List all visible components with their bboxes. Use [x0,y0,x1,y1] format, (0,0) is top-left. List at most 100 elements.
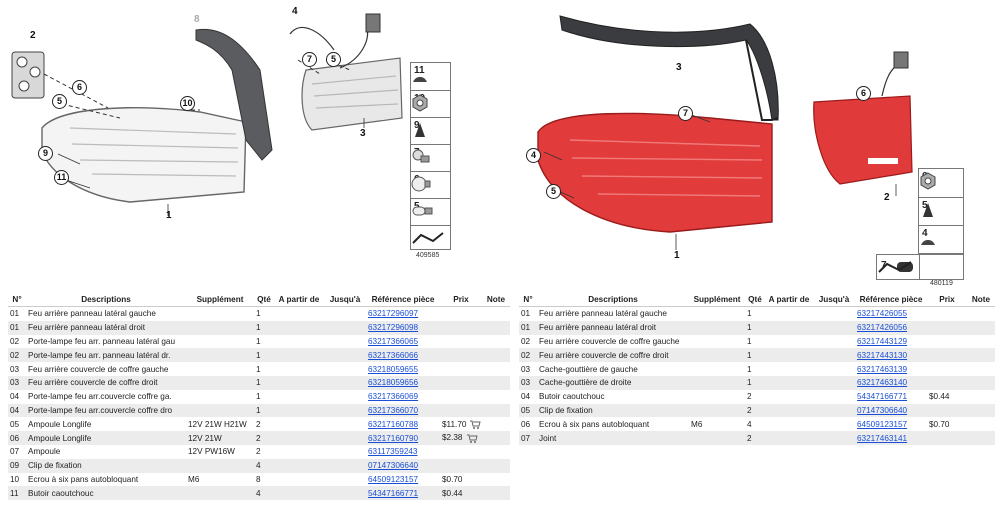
cell-from [765,403,813,418]
cell-supp [689,362,745,376]
diagram-arrow-icon [878,261,912,273]
column-header: Prix [927,293,967,307]
part-reference-link[interactable]: 63117359243 [368,447,418,457]
cell-to [324,445,366,459]
fixing-clip-icon [415,123,425,137]
diagram-code-right: 480119 [930,280,953,287]
part-reference-link[interactable]: 64509123157 [857,419,908,429]
cell-from [274,445,324,459]
rubber-stop-icon [921,239,935,245]
part-reference-link[interactable]: 63217366065 [368,336,419,346]
cell-supp: 12V PW16W [188,447,235,457]
part-reference-link[interactable]: 64509123157 [368,474,419,484]
cell-to [813,375,855,390]
lamp-holder-illustration [11,51,45,99]
cell-note [482,486,510,501]
callout-7: 7 [678,106,693,121]
part-reference-link[interactable]: 07147306640 [368,461,419,471]
cell-to [324,486,366,501]
part-reference-link[interactable]: 63217296098 [368,323,419,333]
part-reference-link[interactable]: 63217160788 [368,419,419,429]
part-reference-link[interactable]: 63217366069 [368,392,419,402]
cell-price [440,375,482,390]
part-reference-link[interactable]: 54347166771 [368,488,419,498]
part-reference-link[interactable]: 63217443130 [857,350,908,360]
cell-from [274,375,324,390]
part-reference-link[interactable]: 63217296097 [368,309,419,319]
cell-price: $2.38 [440,431,482,445]
cell-qty: 1 [256,364,261,374]
part-reference-link[interactable]: 63218059656 [368,378,419,388]
cell-supp [186,458,254,473]
cell-supp [186,320,254,335]
cell-price [440,348,482,363]
part-reference-link[interactable]: 54347166771 [857,392,908,402]
cell-price [440,335,482,349]
cell-note [482,458,510,473]
cell-supp: 12V 21W [186,431,254,445]
part-reference-link[interactable]: 63217366066 [368,350,419,360]
part-reference-link[interactable]: 63217426056 [857,323,908,333]
cell-supp [689,335,745,349]
cell-from [765,335,813,349]
callout-3: 3 [676,62,682,73]
cell-supp [689,307,745,321]
cell-supp [689,390,745,404]
cell-to [324,473,366,487]
cell-qty: 4 [254,486,274,501]
part-reference-link[interactable]: 07147306640 [857,405,908,415]
part-reference-link[interactable]: 63218059655 [368,364,419,374]
cell-supp [186,375,254,390]
cell-n: 10 [10,474,20,484]
cell-price [440,362,482,376]
cell-price [927,307,967,321]
cell-qty: 1 [747,309,752,319]
cart-icon[interactable] [470,420,482,429]
part-reference-link[interactable]: 63217426055 [857,309,908,319]
diagram-arrow-icon [412,232,444,244]
cell-from [765,375,813,390]
cell-price [440,307,482,321]
part-reference-link[interactable]: 63217443129 [857,336,908,346]
cell-to [324,375,366,390]
cell-to [813,335,855,349]
cell-note [482,473,510,487]
cell-note [967,320,995,335]
cell-note [967,335,995,349]
cart-icon[interactable] [466,434,478,443]
column-header: Qté [254,293,274,307]
cell-to [324,307,366,321]
cell-n: 05 [519,403,537,418]
cell-desc: Porte-lampe feu arr.couvercle coffre ga. [28,392,172,402]
gutter-cover-shape [559,15,779,121]
cell-n: 07 [519,431,537,445]
cell-n: 02 [519,348,537,363]
legend-cell: 10 [411,90,450,117]
cell-n: 02 [8,348,26,363]
part-reference-link[interactable]: 63217366070 [368,405,419,415]
cell-price: $11.70 [440,417,482,431]
tail-light-clear-shape [41,107,247,203]
part-reference-link[interactable]: 63217463139 [857,364,908,374]
cell-note [967,348,995,363]
cell-desc: Ampoule Longlife [28,419,92,429]
column-header: Supplément [689,293,745,307]
cell-to [324,431,366,445]
cell-from [274,390,324,404]
part-reference-link[interactable]: 63217160790 [368,433,419,443]
part-reference-link[interactable]: 63217463141 [857,433,908,443]
cell-desc: Feu arrière couvercle de coffre droit [537,348,689,363]
part-reference-link[interactable]: 63217463140 [857,378,908,388]
cell-price [927,431,967,445]
exploded-view-right [537,15,913,250]
cell-to [813,348,855,363]
